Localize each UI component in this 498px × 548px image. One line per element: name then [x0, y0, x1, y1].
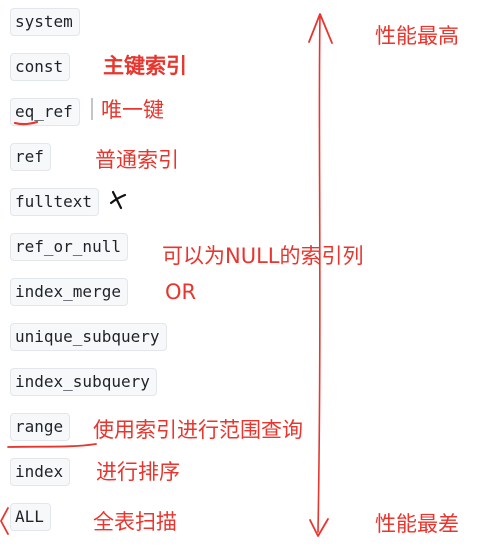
arrow-down-head [309, 518, 329, 537]
type-index-merge: index_merge [10, 278, 128, 306]
performance-highest-label: 性能最高 [375, 24, 459, 48]
note-ref: 普通索引 [95, 148, 179, 172]
type-all: ALL [10, 503, 51, 531]
note-all: 全表扫描 [93, 510, 177, 534]
type-unique-subquery: unique_subquery [10, 323, 167, 351]
note-index: 进行排序 [96, 460, 180, 484]
type-eq-ref: eq_ref [10, 98, 80, 126]
type-index-subquery: index_subquery [10, 368, 157, 396]
fulltext-cross-mark [109, 190, 127, 210]
type-ref-or-null: ref_or_null [10, 233, 128, 261]
type-ref: ref [10, 143, 51, 171]
note-index-merge: OR [165, 280, 197, 304]
note-ref-or-null: 可以为NULL的索引列 [162, 244, 364, 268]
all-bracket-mark [0, 507, 9, 535]
note-range: 使用索引进行范围查询 [93, 418, 303, 442]
note-eq-ref: 唯一键 [101, 98, 164, 122]
note-const: 主键索引 [103, 54, 187, 78]
range-underline-stroke [7, 443, 97, 448]
performance-axis-line [317, 15, 321, 533]
type-range: range [10, 413, 71, 441]
arrow-up-head [308, 13, 333, 44]
type-index: index [10, 458, 71, 486]
type-const: const [10, 53, 71, 81]
performance-lowest-label: 性能最差 [375, 512, 459, 536]
type-system: system [10, 8, 80, 36]
type-fulltext: fulltext [10, 188, 100, 216]
